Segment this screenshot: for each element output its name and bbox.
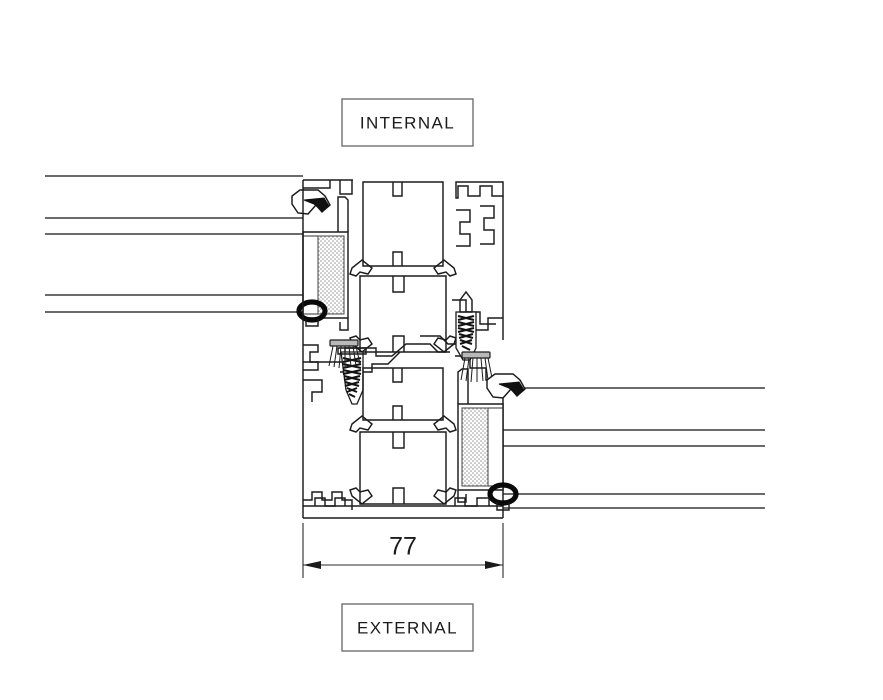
o-ring-seal-upper bbox=[296, 299, 328, 327]
internal-label-text: INTERNAL bbox=[360, 113, 455, 132]
spacer-bar-upper bbox=[317, 235, 345, 315]
frame-profile-upper-right-lip bbox=[455, 181, 504, 340]
bottom-rail-detail bbox=[303, 497, 503, 507]
internal-label-box bbox=[341, 98, 474, 147]
dim-arrow-right bbox=[485, 561, 503, 569]
glazing-bead-upper bbox=[302, 196, 349, 331]
dimension-value: 77 bbox=[389, 533, 417, 561]
dim-arrow-left bbox=[303, 561, 321, 569]
brush-seal-left bbox=[328, 339, 361, 369]
glazing-gasket-upper bbox=[291, 189, 331, 215]
sash-chamber-upper bbox=[349, 181, 457, 353]
external-label-text: EXTERNAL bbox=[357, 618, 458, 637]
glazing-unit-lower-right bbox=[503, 387, 765, 509]
fixing-screw-right bbox=[455, 290, 477, 361]
sash-chamber-lower bbox=[349, 367, 457, 505]
dimension-77: 77 bbox=[302, 523, 504, 578]
label-external: EXTERNAL bbox=[341, 603, 474, 652]
glazing-unit-upper-left bbox=[45, 175, 303, 313]
label-internal: INTERNAL bbox=[341, 98, 474, 147]
top-rail-detail bbox=[303, 180, 353, 195]
spacer-bar-lower bbox=[461, 407, 489, 487]
glazing-bead-lower bbox=[457, 368, 504, 503]
external-label-box bbox=[341, 603, 474, 652]
glazing-gasket-lower bbox=[486, 373, 526, 399]
